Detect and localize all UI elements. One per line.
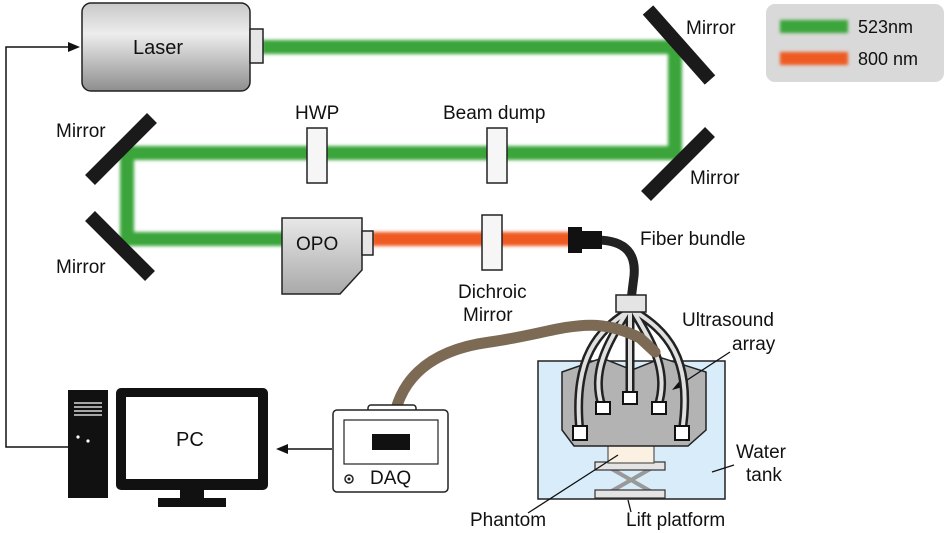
ultrasound-label-line1: Ultrasound [682,310,774,331]
ultrasound-label-line2: array [732,334,776,355]
dichroic-mirror-plate [481,214,503,271]
mirror-mid-right-label: Mirror [690,168,740,189]
laser-label: Laser [133,37,183,59]
fiber-bundle-connector [568,227,602,253]
daq-port [372,434,410,450]
opo-body [281,217,363,295]
daq: DAQ [332,404,449,493]
beam-dump-label: Beam dump [443,103,545,124]
daq-power-icon [344,474,354,484]
daq-cable [386,319,661,446]
daq-body [332,409,449,493]
daq-panel [343,419,439,465]
trigger-line [5,42,80,448]
fiber-bundle-cable [591,235,639,305]
pc-label: PC [176,429,204,451]
opo-label: OPO [296,234,338,255]
mirror-mid-right [641,127,715,201]
hwp-plate [306,127,328,184]
legend-swatch-red [780,52,848,65]
legend: 523nm 800 nm [766,4,944,82]
fiber-bundle-label: Fiber bundle [640,229,746,250]
phantom-label: Phantom [470,510,546,531]
mirror-top-right-label: Mirror [686,18,736,39]
legend-box [766,4,944,82]
daq-to-pc-arrow [276,444,332,454]
beam-dump-plate [486,127,508,184]
mirror-top-right [642,5,716,85]
water-tank-label-line1: Water [736,442,787,463]
legend-label-523nm: 523nm [858,17,913,37]
daq-label: DAQ [370,468,411,489]
green-beam-path [120,40,682,246]
opo-aperture [361,230,374,256]
lift-platform-label: Lift platform [626,510,725,531]
fiber-bundle-split [615,294,647,313]
mirror-low-left [85,211,155,281]
dichroic-label-line2: Mirror [463,305,513,326]
fiber-branches [574,307,690,437]
water-tank-pointer [711,464,735,473]
opo: OPO [281,217,374,295]
laser-aperture [249,28,264,64]
red-beam-path [372,232,572,246]
pc-monitor: PC [116,388,268,507]
hwp-label: HWP [295,103,339,124]
lift-platform [594,461,666,499]
water-tank-label-line2: tank [746,465,782,486]
dichroic-label-line1: Dichroic [458,282,527,303]
phantom-pointer [527,454,619,514]
mirror-mid-left-label: Mirror [56,121,106,142]
legend-label-800nm: 800 nm [858,49,918,69]
pc-tower [68,390,108,498]
laser: Laser [81,2,264,92]
legend-swatch-green [780,20,848,33]
lift-pointer [627,499,632,513]
mirror-low-left-label: Mirror [56,257,106,278]
transducer-elements [572,391,690,441]
mirror-mid-left [85,113,157,185]
